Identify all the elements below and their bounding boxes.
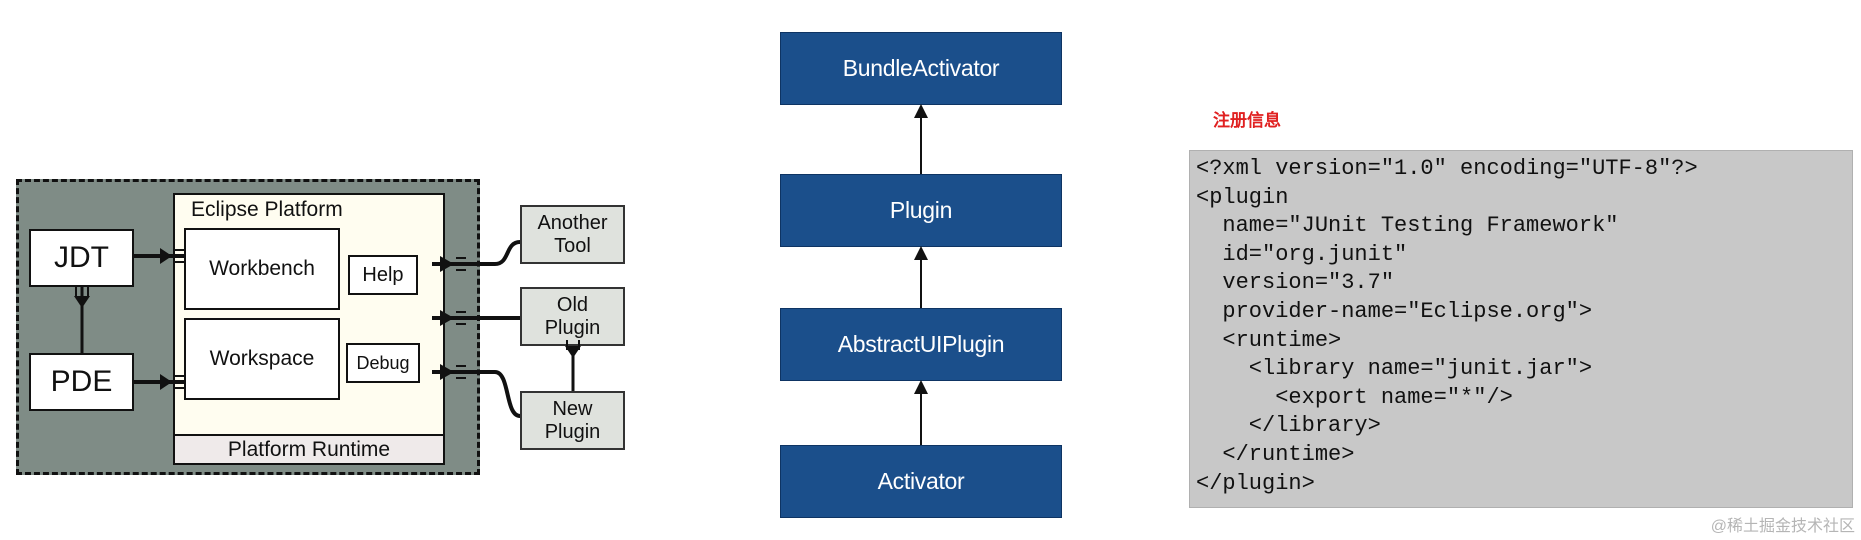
code-line: provider-name="Eclipse.org"> [1196,298,1593,324]
code-line: <plugin [1196,184,1289,210]
code-line: <library name="junit.jar"> [1196,356,1593,382]
new-plugin-connector [432,364,521,418]
inheritance-arrows [914,104,928,445]
code-line: id="org.junit" [1196,241,1408,267]
help-box: Help [348,255,418,295]
another-tool-box: Another Tool [520,205,625,264]
arrow-plugin-to-bundleactivator [914,104,928,174]
class-abstractuiplugin: AbstractUIPlugin [780,308,1062,381]
code-line: </library> [1196,413,1381,439]
connector-lines [74,240,581,418]
class-bundleactivator: BundleActivator [780,32,1062,105]
code-line: <?xml version="1.0" encoding="UTF-8"?> [1196,156,1698,181]
arrow-abstractuiplugin-to-plugin [914,246,928,308]
debug-box: Debug [346,343,420,383]
old-plugin-connector [432,310,520,326]
code-line: name="JUnit Testing Framework" [1196,213,1619,239]
pde-workspace-connector [134,374,184,390]
code-line: </plugin> [1196,470,1315,496]
platform-runtime-box: Platform Runtime [173,434,445,465]
class-activator: Activator [780,445,1062,518]
code-line: <export name="*"/> [1196,384,1513,410]
platform-title: Eclipse Platform [191,198,343,221]
registration-info-label: 注册信息 [1213,111,1281,130]
plugin-xml-code-panel: <?xml version="1.0" encoding="UTF-8"?> <p… [1189,150,1853,508]
arrow-activator-to-abstractuiplugin [914,380,928,445]
workbench-box: Workbench [184,228,340,310]
watermark: @稀土掘金技术社区 [1710,518,1855,535]
code-line: <runtime> [1196,327,1342,353]
jdt-workbench-connector [134,248,184,264]
workspace-box: Workspace [184,318,340,400]
old-new-plugin-connector [565,340,581,391]
old-plugin-box: Old Plugin [520,287,625,346]
another-tool-connector [432,240,521,272]
code-line: version="3.7" [1196,270,1395,296]
new-plugin-box: New Plugin [520,391,625,450]
jdt-box: JDT [29,229,134,287]
jdt-pde-connector [74,286,90,353]
code-line: </runtime> [1196,441,1355,467]
pde-box: PDE [29,353,134,411]
eclipse-architecture-diagram: Eclipse Platform Workbench Help Workspac… [0,0,640,540]
